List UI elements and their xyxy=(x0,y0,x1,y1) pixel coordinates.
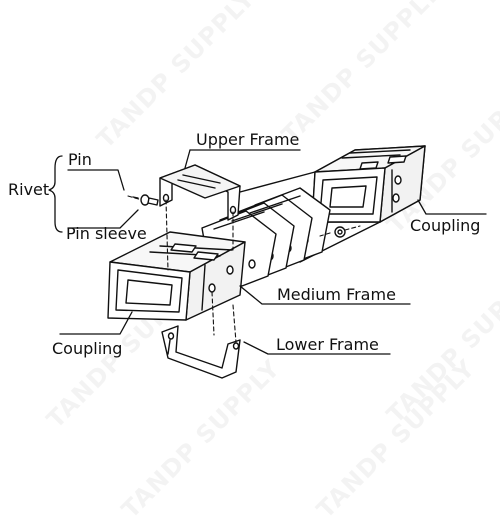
medium-frame-label: Medium Frame xyxy=(277,285,396,304)
upper-frame-part xyxy=(160,165,240,220)
leader-lines xyxy=(49,150,486,354)
coupling-right-label: Coupling xyxy=(410,216,481,235)
coupling-left-part xyxy=(108,232,245,320)
coupling-left-label: Coupling xyxy=(52,339,123,358)
pin-label: Pin xyxy=(68,150,92,169)
lower-frame-part xyxy=(162,326,240,378)
rivet-left-part xyxy=(133,195,158,205)
rivet-label: Rivet xyxy=(8,180,50,199)
assembly-drawing xyxy=(0,0,500,500)
pin-sleeve-label: Pin sleeve xyxy=(66,224,147,243)
rivet-right-part xyxy=(335,227,345,237)
lower-frame-label: Lower Frame xyxy=(276,335,379,354)
upper-frame-label: Upper Frame xyxy=(196,130,300,149)
